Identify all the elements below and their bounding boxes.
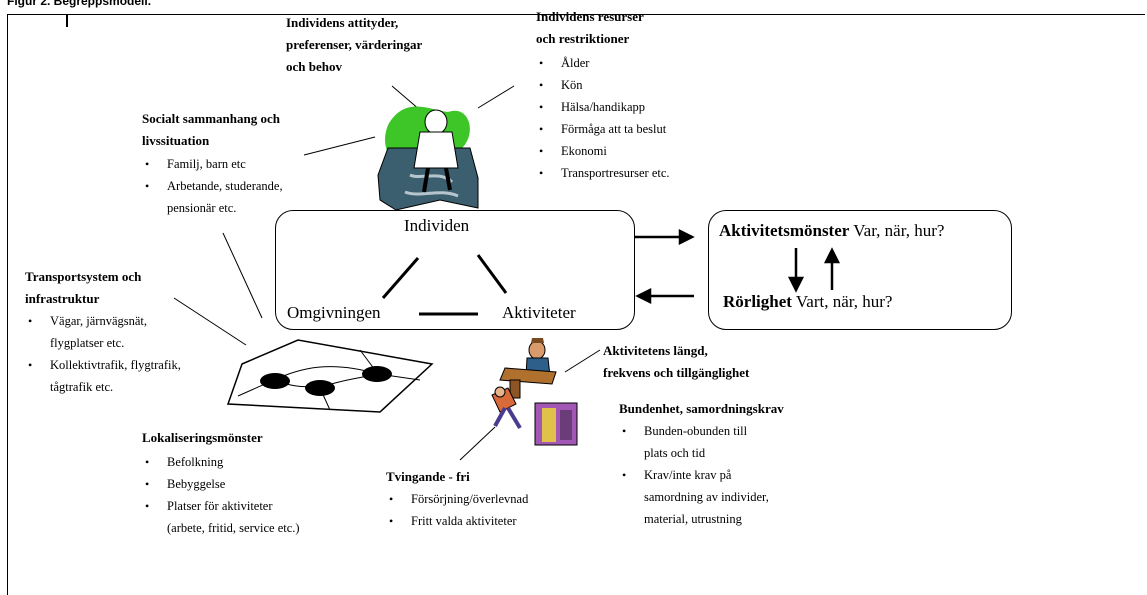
node-individual: Individen [404,216,470,235]
text-cursor [66,14,68,27]
location-list: •Befolkning •Bebyggelse •Platser för akt… [142,451,300,539]
resources-title: Individens resurser och restriktioner [536,9,644,46]
list-item: •Befolkning [145,455,224,469]
list-item: •Bebyggelse [145,477,226,491]
list-item: •Kollektivtrafik, flygtrafik,tågtrafik e… [28,358,181,394]
social-list: •Familj, barn etc •Arbetande, studerande… [142,153,283,219]
list-item: •Familj, barn etc [145,157,246,171]
resources-block: Individens resurser och restriktioner •Å… [536,6,670,184]
bound-block: Bundenhet, samordningskrav •Bunden-obund… [619,398,784,530]
list-item: •Arbetande, studerande,pensionär etc. [145,179,283,215]
bound-title: Bundenhet, samordningskrav [619,401,784,416]
transport-list: •Vägar, järnvägsnät,flygplatser etc. •Ko… [25,310,181,398]
attitudes-title: Individens attityder, preferenser, värde… [286,15,423,74]
resources-list: •Ålder •Kön •Hälsa/handikapp •Förmåga at… [536,52,670,184]
diagram-frame [7,14,1145,595]
list-item: •Ålder [539,56,590,70]
list-item: •Försörjning/överlevnad [389,492,529,506]
list-item: •Förmåga att ta beslut [539,122,667,136]
force-list: •Försörjning/överlevnad •Fritt valda akt… [386,488,528,532]
list-item: •Hälsa/handikapp [539,100,646,114]
figure-caption: Figur 2. Begreppsmodell. [7,0,152,8]
social-title: Socialt sammanhang och livssituation [142,111,280,148]
force-block: Tvingande - fri •Försörjning/överlevnad … [386,466,528,532]
node-activities: Aktiviteter [502,303,576,322]
activity-pattern-box [708,210,1012,330]
list-item: •Ekonomi [539,144,607,158]
force-title: Tvingande - fri [386,469,470,484]
node-environment: Omgivningen [287,303,381,322]
location-title: Lokaliseringsmönster [142,430,263,445]
activity-pattern-label: Aktivitetsmönster Var, när, hur? [719,221,945,240]
individual-triangle-box [275,210,635,330]
list-item: •Platser för aktiviteter(arbete, fritid,… [145,499,300,535]
social-block: Socialt sammanhang och livssituation •Fa… [142,108,283,219]
list-item: •Kön [539,78,583,92]
list-item: •Transportresurser etc. [539,166,670,180]
transport-title: Transportsystem och infrastruktur [25,269,142,306]
list-item: •Vägar, järnvägsnät,flygplatser etc. [28,314,148,350]
location-block: Lokaliseringsmönster •Befolkning •Bebygg… [142,427,300,539]
transport-block: Transportsystem och infrastruktur •Vägar… [25,266,181,398]
duration-title: Aktivitetens längd, frekvens och tillgän… [603,343,750,380]
list-item: •Fritt valda aktiviteter [389,514,517,528]
mobility-label: Rörlighet Vart, när, hur? [723,292,893,311]
